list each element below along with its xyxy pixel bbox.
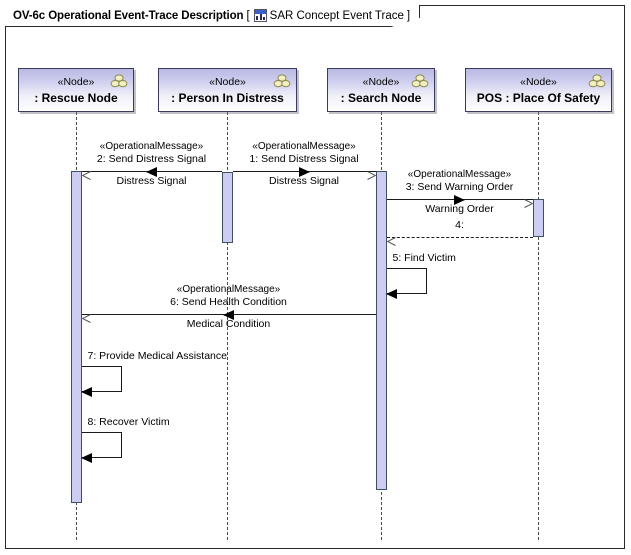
node-icon — [273, 74, 291, 88]
lifeline-head-search-node[interactable]: «Node» : Search Node — [327, 68, 435, 112]
diagram-name: SAR Concept Event Trace — [269, 9, 404, 22]
message-payload-2: Distress Signal — [116, 175, 187, 187]
message-arrowhead-2 — [146, 167, 157, 177]
lifeline-head-place-of-safety[interactable]: «Node» POS : Place Of Safety — [465, 68, 612, 112]
message-payload-3: Warning Order — [425, 203, 494, 215]
lifeline-stereotype-rescue-node: «Node» — [57, 75, 95, 88]
lifeline-person-in-distress — [227, 112, 228, 540]
bracket-close: ] — [406, 9, 411, 22]
message-arrowhead-open — [385, 233, 396, 246]
lifeline-head-person-in-distress[interactable]: «Node» : Person In Distress — [158, 68, 297, 112]
message-arrowhead-8 — [80, 453, 92, 463]
message-arrowhead-open — [523, 195, 534, 208]
message-label-4: 4: — [455, 219, 464, 231]
node-icon — [588, 74, 606, 88]
message-stereotype-1: «OperationalMessage» — [252, 141, 356, 152]
lifeline-place-of-safety — [538, 112, 539, 540]
activation-bar-place-of-safety — [532, 199, 544, 237]
bracket-open: [ — [246, 9, 250, 22]
message-label-3: 3: Send Warning Order — [405, 181, 514, 193]
message-label-7: 7: Provide Medical Assistance — [87, 350, 227, 362]
message-arrowhead-3 — [454, 195, 465, 205]
message-stereotype-6: «OperationalMessage» — [176, 284, 281, 295]
page-title: OV-6c Operational Event-Trace Descriptio… — [13, 9, 244, 22]
self-message-loop-5 — [386, 268, 427, 294]
self-message-loop-8 — [81, 432, 122, 458]
lifeline-name-person-in-distress: : Person In Distress — [171, 90, 284, 105]
message-label-8: 8: Recover Victim — [87, 416, 170, 428]
message-label-6: 6: Send Health Condition — [170, 296, 287, 308]
event-trace-icon — [253, 9, 267, 22]
message-payload-6: Medical Condition — [186, 318, 271, 330]
node-icon — [110, 74, 128, 88]
message-arrowhead-6 — [223, 310, 234, 320]
message-label-1: 1: Send Distress Signal — [249, 153, 359, 165]
message-label-2: 2: Send Distress Signal — [96, 153, 207, 165]
activation-bar-rescue-node — [70, 171, 82, 503]
activation-bar-search-node — [375, 171, 387, 490]
lifeline-stereotype-place-of-safety: «Node» — [520, 75, 557, 88]
lifeline-name-place-of-safety: POS : Place Of Safety — [476, 90, 601, 105]
lifeline-name-rescue-node: : Rescue Node — [34, 90, 118, 105]
message-arrowhead-open — [80, 167, 91, 180]
activation-bar-person-in-distress — [221, 172, 233, 243]
message-arrowhead-open — [366, 167, 377, 180]
lifeline-stereotype-search-node: «Node» — [362, 75, 400, 88]
lifeline-head-rescue-node[interactable]: «Node» : Rescue Node — [18, 68, 134, 112]
message-payload-1: Distress Signal — [268, 175, 340, 187]
message-arrowhead-1 — [298, 167, 310, 177]
message-arrowhead-5 — [385, 289, 397, 299]
lifeline-stereotype-person-in-distress: «Node» — [209, 75, 246, 88]
message-label-5: 5: Find Victim — [392, 252, 456, 264]
message-stereotype-2: «OperationalMessage» — [99, 141, 204, 152]
lifeline-name-search-node: : Search Node — [340, 90, 422, 105]
message-line-4 — [386, 237, 533, 238]
diagram-frame-title-tab: OV-6c Operational Event-Trace Descriptio… — [5, 5, 421, 27]
node-icon — [411, 74, 429, 88]
self-message-loop-7 — [81, 366, 122, 392]
message-arrowhead-7 — [80, 387, 92, 397]
message-arrowhead-open — [80, 310, 91, 323]
message-stereotype-3: «OperationalMessage» — [407, 169, 512, 180]
